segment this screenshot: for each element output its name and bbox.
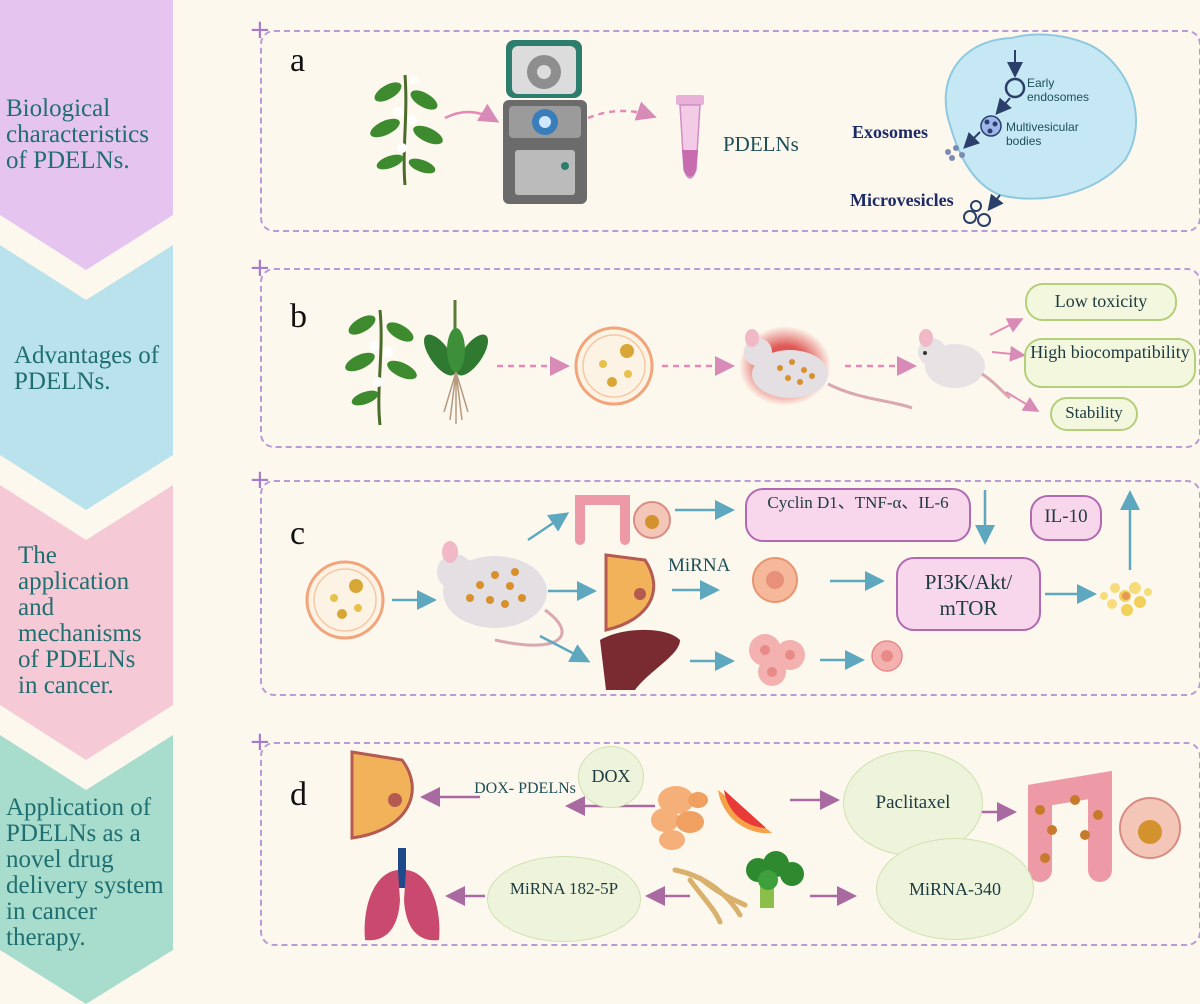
- stability-badge: Stability: [1050, 397, 1138, 431]
- chevron-shape-1: [0, 0, 173, 270]
- plus-icon-d: +: [249, 727, 271, 757]
- multivesicular-bodies-label: Multivesicular bodies: [1006, 120, 1079, 148]
- microvesicles-label: Microvesicles: [850, 190, 954, 210]
- low-toxicity-badge: Low toxicity: [1025, 283, 1177, 321]
- step-3-chevron: The application and mechanisms of PDELNs…: [0, 485, 173, 760]
- panel-a-label: a: [290, 42, 306, 79]
- dox-pdelns-label: DOX- PDELNs: [474, 780, 576, 797]
- chevron-shape-4: [0, 735, 173, 1004]
- dox-bubble: DOX: [578, 746, 644, 808]
- mirna-182-bubble: MiRNA 182-5P: [487, 856, 641, 942]
- panel-d: [260, 742, 1200, 946]
- step-2-text: Advantages of PDELNs.: [14, 342, 160, 395]
- pdelns-label: PDELNs: [723, 132, 799, 156]
- step-4-chevron: Application of PDELNs as a novel drug de…: [0, 735, 173, 1004]
- mirna-label: MiRNA: [668, 555, 731, 576]
- chevron-shape-3: [0, 485, 173, 760]
- step-2-chevron: Advantages of PDELNs.: [0, 245, 173, 510]
- early-endosomes-label: Early endosomes: [1027, 76, 1090, 104]
- cyclin-badge: Cyclin D1、TNF-α、IL-6: [745, 488, 971, 542]
- panel-b-label: b: [290, 298, 307, 335]
- il10-badge: IL-10: [1030, 495, 1102, 541]
- pathway-badge: PI3K/Akt/ mTOR: [896, 557, 1041, 631]
- plus-icon-a: +: [249, 15, 271, 45]
- panel-d-label: d: [290, 776, 307, 813]
- mirna-340-bubble: MiRNA-340: [876, 838, 1034, 940]
- chevron-shape-2: [0, 245, 173, 510]
- step-1-text: Biological characteristics of PDELNs.: [6, 95, 149, 174]
- panel-c-label: c: [290, 515, 306, 552]
- step-3-text: The application and mechanisms of PDELNs…: [18, 542, 142, 699]
- plus-icon-b: +: [249, 253, 271, 283]
- step-4-text: Application of PDELNs as a novel drug de…: [6, 794, 164, 951]
- exosomes-label: Exosomes: [852, 122, 928, 142]
- high-biocompatibility-badge: High biocompatibility: [1024, 338, 1196, 388]
- step-1-chevron: Biological characteristics of PDELNs.: [0, 0, 173, 270]
- plus-icon-c: +: [249, 465, 271, 495]
